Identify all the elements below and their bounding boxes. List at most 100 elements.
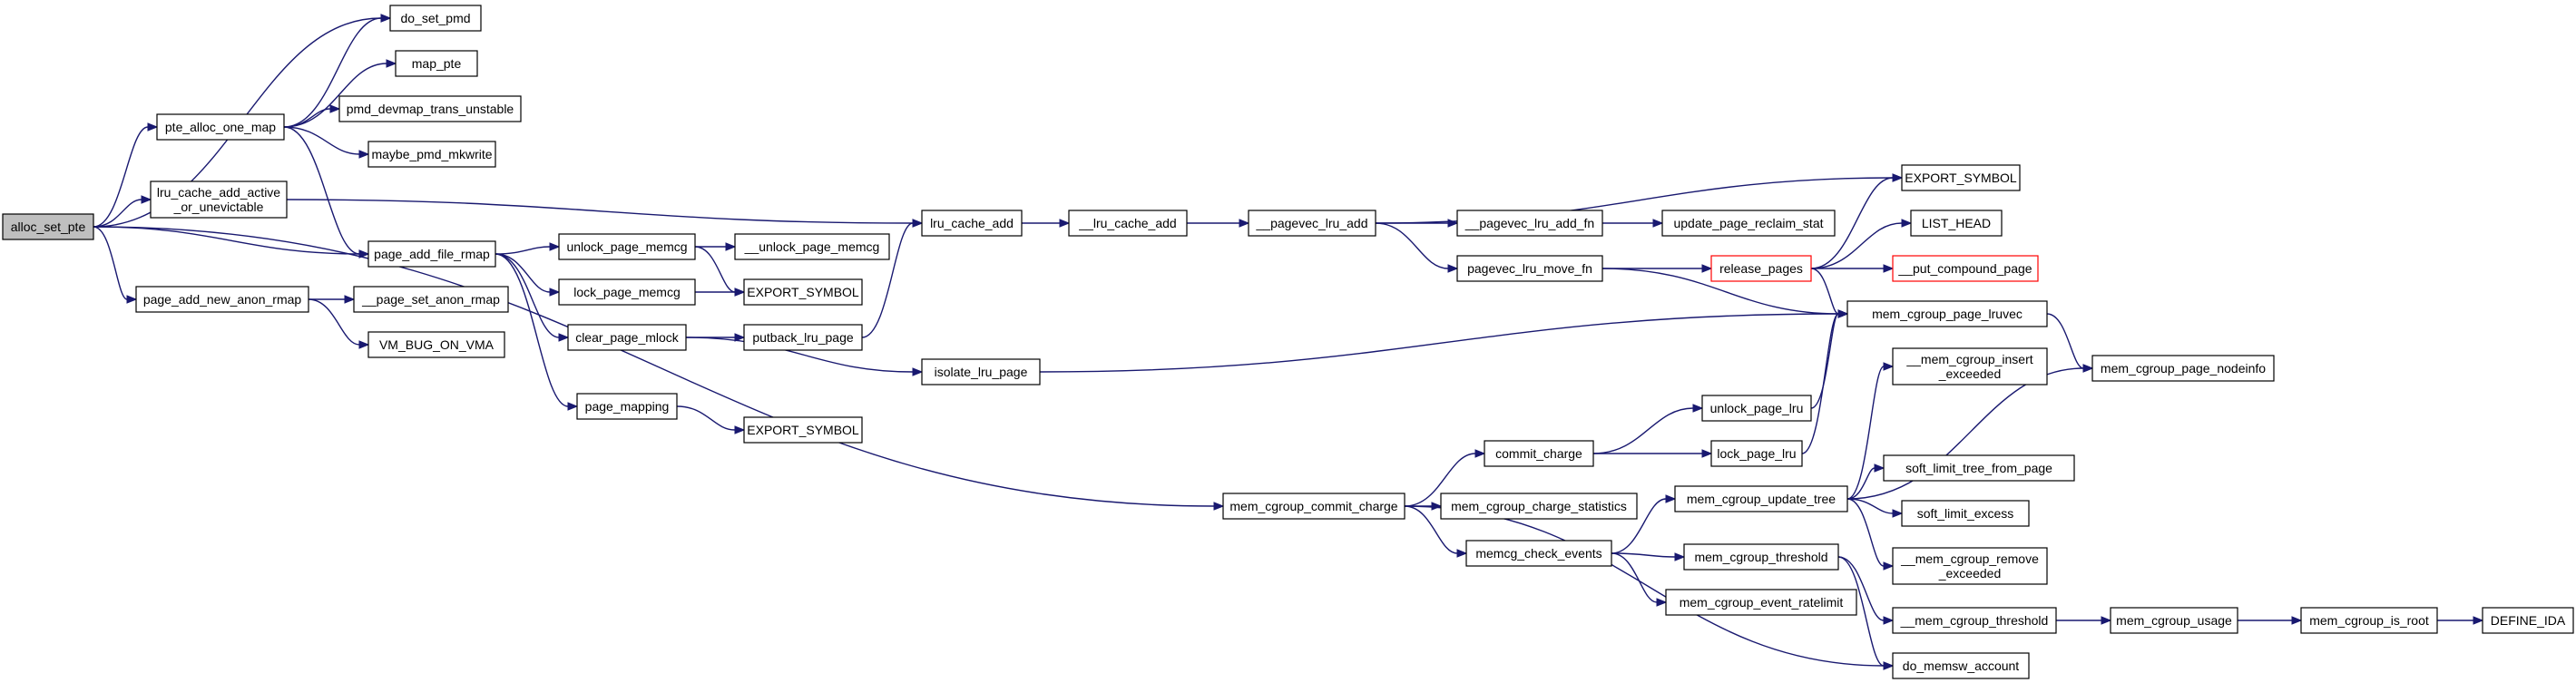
node-mem-cgroup-event-ratelimit[interactable]: mem_cgroup_event_ratelimit	[1665, 589, 1857, 616]
edge-page-add-new-anon-rmap-to-vm-bug-on-vma	[308, 298, 370, 349]
node-label: isolate_lru_page	[935, 365, 1028, 379]
node-memcg-check-events[interactable]: memcg_check_events	[1465, 540, 1612, 567]
edge-lru-cache-add-active-or-unevictable-to-lru-cache-add	[286, 199, 924, 228]
node-vm-bug-on-vma[interactable]: VM_BUG_ON_VMA	[367, 331, 505, 358]
node-isolate-lru-page[interactable]: isolate_lru_page	[921, 358, 1041, 385]
node-box	[156, 113, 285, 141]
edge-release-pages-to-put-compound-page	[1811, 264, 1895, 273]
node-label: update_page_reclaim_stat	[1673, 216, 1823, 230]
edge-memcg-check-events-to-mem-cgroup-threshold	[1611, 552, 1686, 561]
edge-alloc-set-pte-to-page-add-new-anon-rmap	[93, 226, 138, 304]
edge-pagevec-lru-add-to-pagevec-lru-add-fn	[1375, 219, 1459, 228]
node-putback-lru-page[interactable]: putback_lru_page	[743, 324, 863, 351]
node-release-pages[interactable]: release_pages	[1710, 255, 1812, 282]
node-unlock-page-memcg[interactable]: unlock_page_memcg	[558, 233, 696, 260]
edge-commit-charge-to-unlock-page-lru	[1592, 404, 1704, 454]
node-soft-limit-excess[interactable]: soft_limit_excess	[1901, 500, 2030, 527]
node-label: lock_page_memcg	[573, 285, 681, 299]
edge-mem-cgroup-update-tree-to-soft-limit-excess	[1846, 498, 1904, 518]
edge-lru-cache-add-to-pagevec-lru-add	[1186, 219, 1250, 228]
node-commit-charge[interactable]: commit_charge	[1484, 440, 1594, 467]
node-export-symbol-2[interactable]: EXPORT_SYMBOL	[743, 416, 863, 444]
node-box	[1892, 347, 2048, 385]
node-label: __mem_cgroup_remove	[1900, 551, 2039, 566]
node-box	[1484, 440, 1594, 467]
node-unlock-page-memcg[interactable]: __unlock_page_memcg	[734, 233, 890, 260]
node-pagevec-lru-add-fn[interactable]: __pagevec_lru_add_fn	[1456, 210, 1603, 237]
node-box	[367, 141, 496, 168]
node-label: pte_alloc_one_map	[165, 120, 276, 134]
node-label: unlock_page_lru	[1710, 401, 1804, 415]
node-page-add-file-rmap[interactable]: page_add_file_rmap	[367, 240, 496, 268]
node-lru-cache-add-active-or-unevictable[interactable]: lru_cache_add_active_or_unevictable	[150, 181, 288, 219]
node-label: __mem_cgroup_insert	[1905, 352, 2032, 366]
node-page-mapping[interactable]: page_mapping	[576, 393, 678, 420]
edge-mem-cgroup-page-lruvec-to-mem-cgroup-page-nodeinfo	[2046, 313, 2094, 373]
node-mem-cgroup-page-nodeinfo[interactable]: mem_cgroup_page_nodeinfo	[2091, 355, 2275, 382]
node-label: EXPORT_SYMBOL	[747, 423, 859, 437]
node-mem-cgroup-page-lruvec[interactable]: mem_cgroup_page_lruvec	[1846, 300, 2048, 327]
node-lru-cache-add[interactable]: lru_cache_add	[921, 210, 1023, 237]
node-map-pte[interactable]: map_pte	[395, 50, 478, 77]
node-mem-cgroup-commit-charge[interactable]: mem_cgroup_commit_charge	[1222, 493, 1406, 520]
node-clear-page-mlock[interactable]: clear_page_mlock	[567, 324, 687, 351]
node-box	[338, 95, 522, 122]
node-box	[2091, 355, 2275, 382]
node-lock-page-lru[interactable]: lock_page_lru	[1710, 440, 1803, 467]
node-box	[353, 286, 509, 313]
node-label: soft_limit_excess	[1917, 506, 2014, 521]
node-lru-cache-add[interactable]: __lru_cache_add	[1068, 210, 1188, 237]
node-box	[1892, 652, 2030, 679]
node-mem-cgroup-threshold[interactable]: __mem_cgroup_threshold	[1892, 607, 2057, 634]
edge-mem-cgroup-update-tree-to-soft-limit-tree-from-page	[1846, 463, 1885, 500]
node-label: clear_page_mlock	[575, 330, 680, 345]
node-label: mem_cgroup_page_lruvec	[1872, 307, 2023, 321]
node-maybe-pmd-mkwrite[interactable]: maybe_pmd_mkwrite	[367, 141, 496, 168]
edge-mem-cgroup-commit-charge-to-commit-charge	[1404, 449, 1486, 507]
node-mem-cgroup-threshold[interactable]: mem_cgroup_threshold	[1683, 543, 1839, 571]
node-mem-cgroup-remove-exceeded[interactable]: __mem_cgroup_remove_exceeded	[1892, 547, 2048, 585]
node-put-compound-page[interactable]: __put_compound_page	[1892, 255, 2039, 282]
node-export-symbol-1[interactable]: EXPORT_SYMBOL	[743, 278, 863, 306]
node-page-add-new-anon-rmap[interactable]: page_add_new_anon_rmap	[135, 286, 309, 313]
node-do-set-pmd[interactable]: do_set_pmd	[389, 5, 482, 32]
edge-mem-cgroup-commit-charge-to-memcg-check-events	[1404, 505, 1468, 558]
node-pagevec-lru-add[interactable]: __pagevec_lru_add	[1248, 210, 1376, 237]
node-do-memsw-account[interactable]: do_memsw_account	[1892, 652, 2030, 679]
edge-unlock-page-lru-to-mem-cgroup-page-lruvec	[1810, 309, 1849, 409]
edge-mem-cgroup-commit-charge-to-do-memsw-account	[1404, 505, 1895, 670]
node-box	[135, 286, 309, 313]
node-list-head[interactable]: LIST_HEAD	[1910, 210, 2003, 237]
node-soft-limit-tree-from-page[interactable]: soft_limit_tree_from_page	[1883, 454, 2075, 482]
node-define-ida[interactable]: DEFINE_IDA	[2482, 607, 2574, 634]
node-pmd-devmap-trans-unstable[interactable]: pmd_devmap_trans_unstable	[338, 95, 522, 122]
node-page-set-anon-rmap[interactable]: __page_set_anon_rmap	[353, 286, 509, 313]
node-box	[2110, 607, 2238, 634]
node-box	[1222, 493, 1406, 520]
node-mem-cgroup-is-root[interactable]: mem_cgroup_is_root	[2300, 607, 2438, 634]
node-update-page-reclaim-stat[interactable]: update_page_reclaim_stat	[1661, 210, 1836, 237]
node-box	[1901, 500, 2030, 527]
node-mem-cgroup-usage[interactable]: mem_cgroup_usage	[2110, 607, 2238, 634]
node-label: __mem_cgroup_threshold	[1900, 613, 2049, 628]
node-pagevec-lru-move-fn[interactable]: pagevec_lru_move_fn	[1456, 255, 1603, 282]
node-box	[150, 181, 288, 219]
node-lock-page-memcg[interactable]: lock_page_memcg	[558, 278, 696, 306]
node-mem-cgroup-insert-exceeded[interactable]: __mem_cgroup_insert_exceeded	[1892, 347, 2048, 385]
node-box	[1674, 485, 1848, 512]
node-mem-cgroup-charge-statistics[interactable]: mem_cgroup_charge_statistics	[1440, 493, 1638, 520]
node-label: do_memsw_account	[1903, 659, 2020, 673]
node-unlock-page-lru[interactable]: unlock_page_lru	[1701, 395, 1812, 422]
node-label: mem_cgroup_update_tree	[1687, 492, 1836, 506]
node-export-symbol-3[interactable]: EXPORT_SYMBOL	[1901, 164, 2021, 191]
node-mem-cgroup-update-tree[interactable]: mem_cgroup_update_tree	[1674, 485, 1848, 512]
node-box	[367, 240, 496, 268]
edge-lock-page-lru-to-mem-cgroup-page-lruvec	[1801, 309, 1849, 454]
node-box	[1910, 210, 2003, 237]
node-box	[1665, 589, 1857, 616]
edge-page-add-file-rmap-to-unlock-page-memcg	[495, 242, 561, 255]
node-label: _exceeded	[1938, 566, 2002, 581]
node-pte-alloc-one-map[interactable]: pte_alloc_one_map	[156, 113, 285, 141]
node-alloc-set-pte[interactable]: alloc_set_pte	[2, 213, 94, 240]
edge-memcg-check-events-to-mem-cgroup-update-tree	[1611, 494, 1677, 554]
